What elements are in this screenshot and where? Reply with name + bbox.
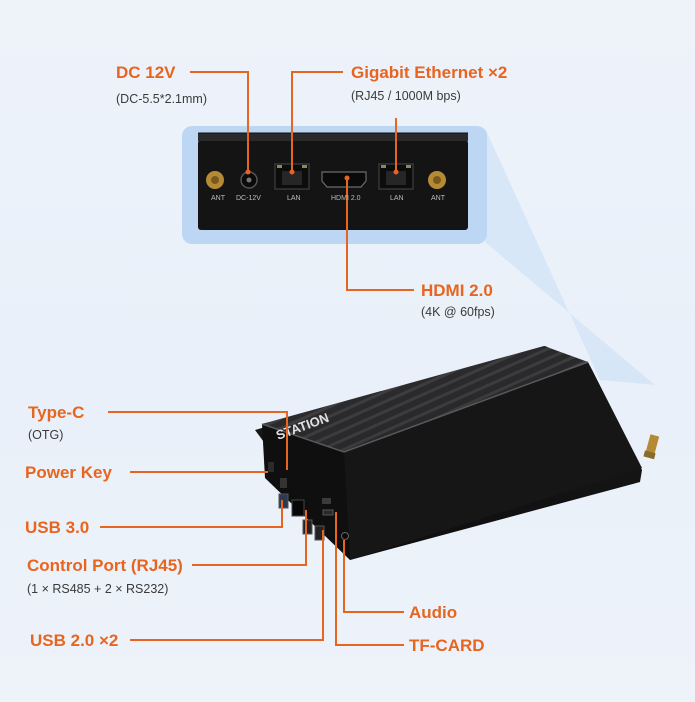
label-usb3: USB 3.0 [25, 518, 90, 537]
label-tfcard: TF-CARD [409, 636, 485, 655]
label-usb2: USB 2.0 ×2 [30, 631, 119, 650]
leader-hdmi [346, 178, 414, 291]
audio-jack [341, 532, 349, 540]
leader-lines [100, 71, 414, 646]
panel-label-hdmi: HDMI 2.0 [331, 195, 361, 202]
projection-beam [485, 128, 655, 385]
label-control: Control Port (RJ45) [27, 556, 183, 575]
panel-label-lan-left: LAN [287, 195, 301, 202]
sub-hdmi: (4K @ 60fps) [421, 305, 495, 319]
label-dc: DC 12V [116, 63, 176, 82]
power-key [268, 462, 274, 472]
sub-ethernet: (RJ45 / 1000M bps) [351, 89, 461, 103]
label-audio: Audio [409, 603, 458, 622]
hdmi-port [321, 171, 367, 188]
leader-dc [190, 71, 249, 172]
sub-typec: (OTG) [28, 428, 64, 442]
usb2-port-a [302, 519, 313, 535]
leader-audio [343, 540, 404, 613]
leader-usb3 [100, 500, 283, 528]
label-ethernet: Gigabit Ethernet ×2 [351, 63, 508, 82]
panel-label-dc: DC-12V [236, 195, 261, 202]
sub-dc: (DC-5.5*2.1mm) [116, 92, 207, 106]
label-typec: Type-C [28, 403, 85, 422]
leader-control [192, 510, 307, 566]
panel-top-fins [198, 132, 468, 141]
panel-label-ant-left: ANT [211, 195, 225, 202]
usb3-port [278, 493, 289, 509]
control-port [291, 499, 305, 517]
panel-label-lan-right: LAN [390, 195, 404, 202]
leader-tfcard [335, 512, 404, 646]
rear-panel [198, 132, 468, 230]
label-power: Power Key [25, 463, 112, 482]
leader-usb2 [130, 530, 324, 641]
sub-control: (1 × RS485 + 2 × RS232) [27, 582, 169, 596]
tf-card-slot [322, 509, 334, 516]
type-c-port [280, 478, 287, 488]
device-antenna [643, 434, 660, 460]
leader-typec [108, 411, 288, 470]
panel-label-ant-right: ANT [431, 195, 445, 202]
label-hdmi: HDMI 2.0 [421, 281, 493, 300]
device-body [255, 346, 660, 560]
